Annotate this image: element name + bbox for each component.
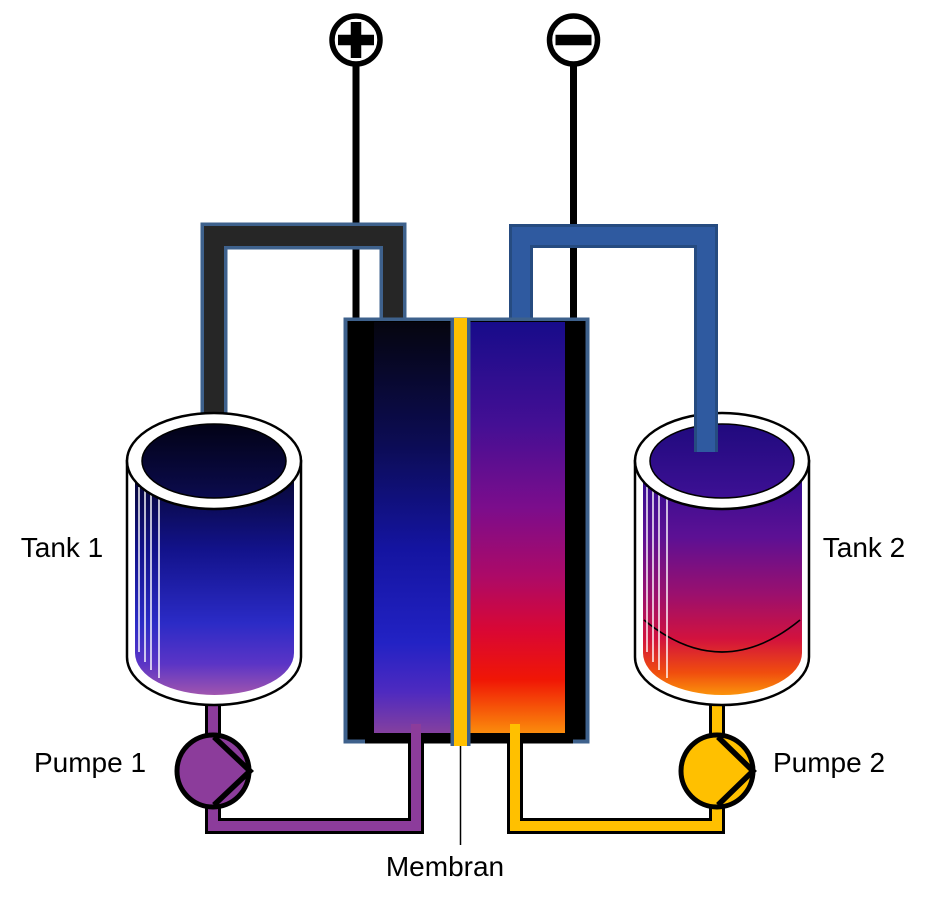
- right-electrode: [565, 321, 586, 740]
- pump-2: [678, 732, 757, 810]
- cell-right-chamber: [469, 322, 565, 733]
- positive-terminal-wire: [352, 60, 360, 322]
- tank1-label: Tank 1: [21, 532, 104, 563]
- tank2-top-liquid: [649, 423, 795, 499]
- cell-stack: [343, 317, 590, 746]
- membrane: [450, 318, 471, 746]
- tank2-level-arc: [643, 619, 801, 653]
- negative-terminal-icon: [546, 13, 601, 67]
- tank1-top-liquid: [141, 423, 287, 499]
- negative-terminal-wire: [570, 60, 577, 322]
- pipe-tank1-to-cell: [204, 226, 403, 430]
- pump1-circle: [174, 732, 252, 810]
- pipe-cell-to-tank2: [512, 227, 715, 452]
- tank2-label: Tank 2: [823, 532, 906, 563]
- pump2-circle: [678, 732, 756, 810]
- pump-1: [174, 732, 255, 810]
- tank1-liquid-placeholder: [135, 470, 294, 695]
- pump1-label: Pumpe 1: [34, 747, 146, 778]
- cell-left-chamber: [374, 322, 451, 733]
- left-electrode: [347, 321, 374, 740]
- pump1-chevron-icon: [212, 735, 255, 807]
- membrane-strip: [454, 318, 467, 746]
- pump2-chevron-icon: [716, 735, 757, 807]
- tank2-liquid: [643, 470, 802, 695]
- pump2-label: Pumpe 2: [773, 747, 885, 778]
- tank-1: [125, 411, 303, 707]
- positive-terminal-icon: [329, 13, 383, 67]
- tank-2: [633, 411, 811, 707]
- membrane-label: Membran: [386, 851, 504, 882]
